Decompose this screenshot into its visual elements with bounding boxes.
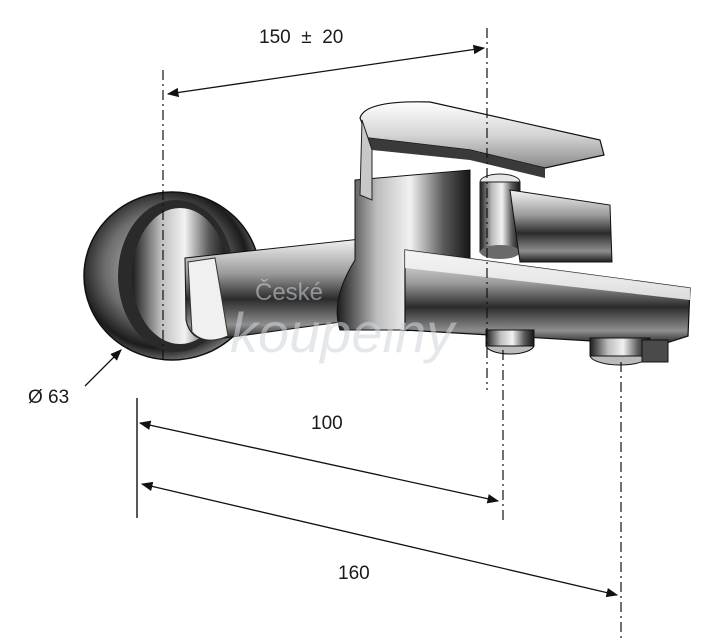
dimension-line-100 bbox=[138, 420, 500, 504]
leader-line-diameter bbox=[84, 349, 122, 387]
dimension-arrows bbox=[84, 44, 619, 598]
watermark-line-1: České bbox=[255, 278, 323, 306]
dimension-label-160: 160 bbox=[338, 563, 370, 584]
dimension-label-100: 100 bbox=[311, 413, 343, 434]
dimension-label-diameter: Ø 63 bbox=[28, 387, 69, 408]
brand-watermark: České koupelny bbox=[230, 278, 457, 364]
dimension-line-150 bbox=[166, 44, 486, 98]
dimension-line-160 bbox=[140, 481, 619, 598]
watermark-line-2: koupelny bbox=[230, 301, 457, 364]
dimension-label-150: 150 ± 20 bbox=[259, 27, 343, 48]
